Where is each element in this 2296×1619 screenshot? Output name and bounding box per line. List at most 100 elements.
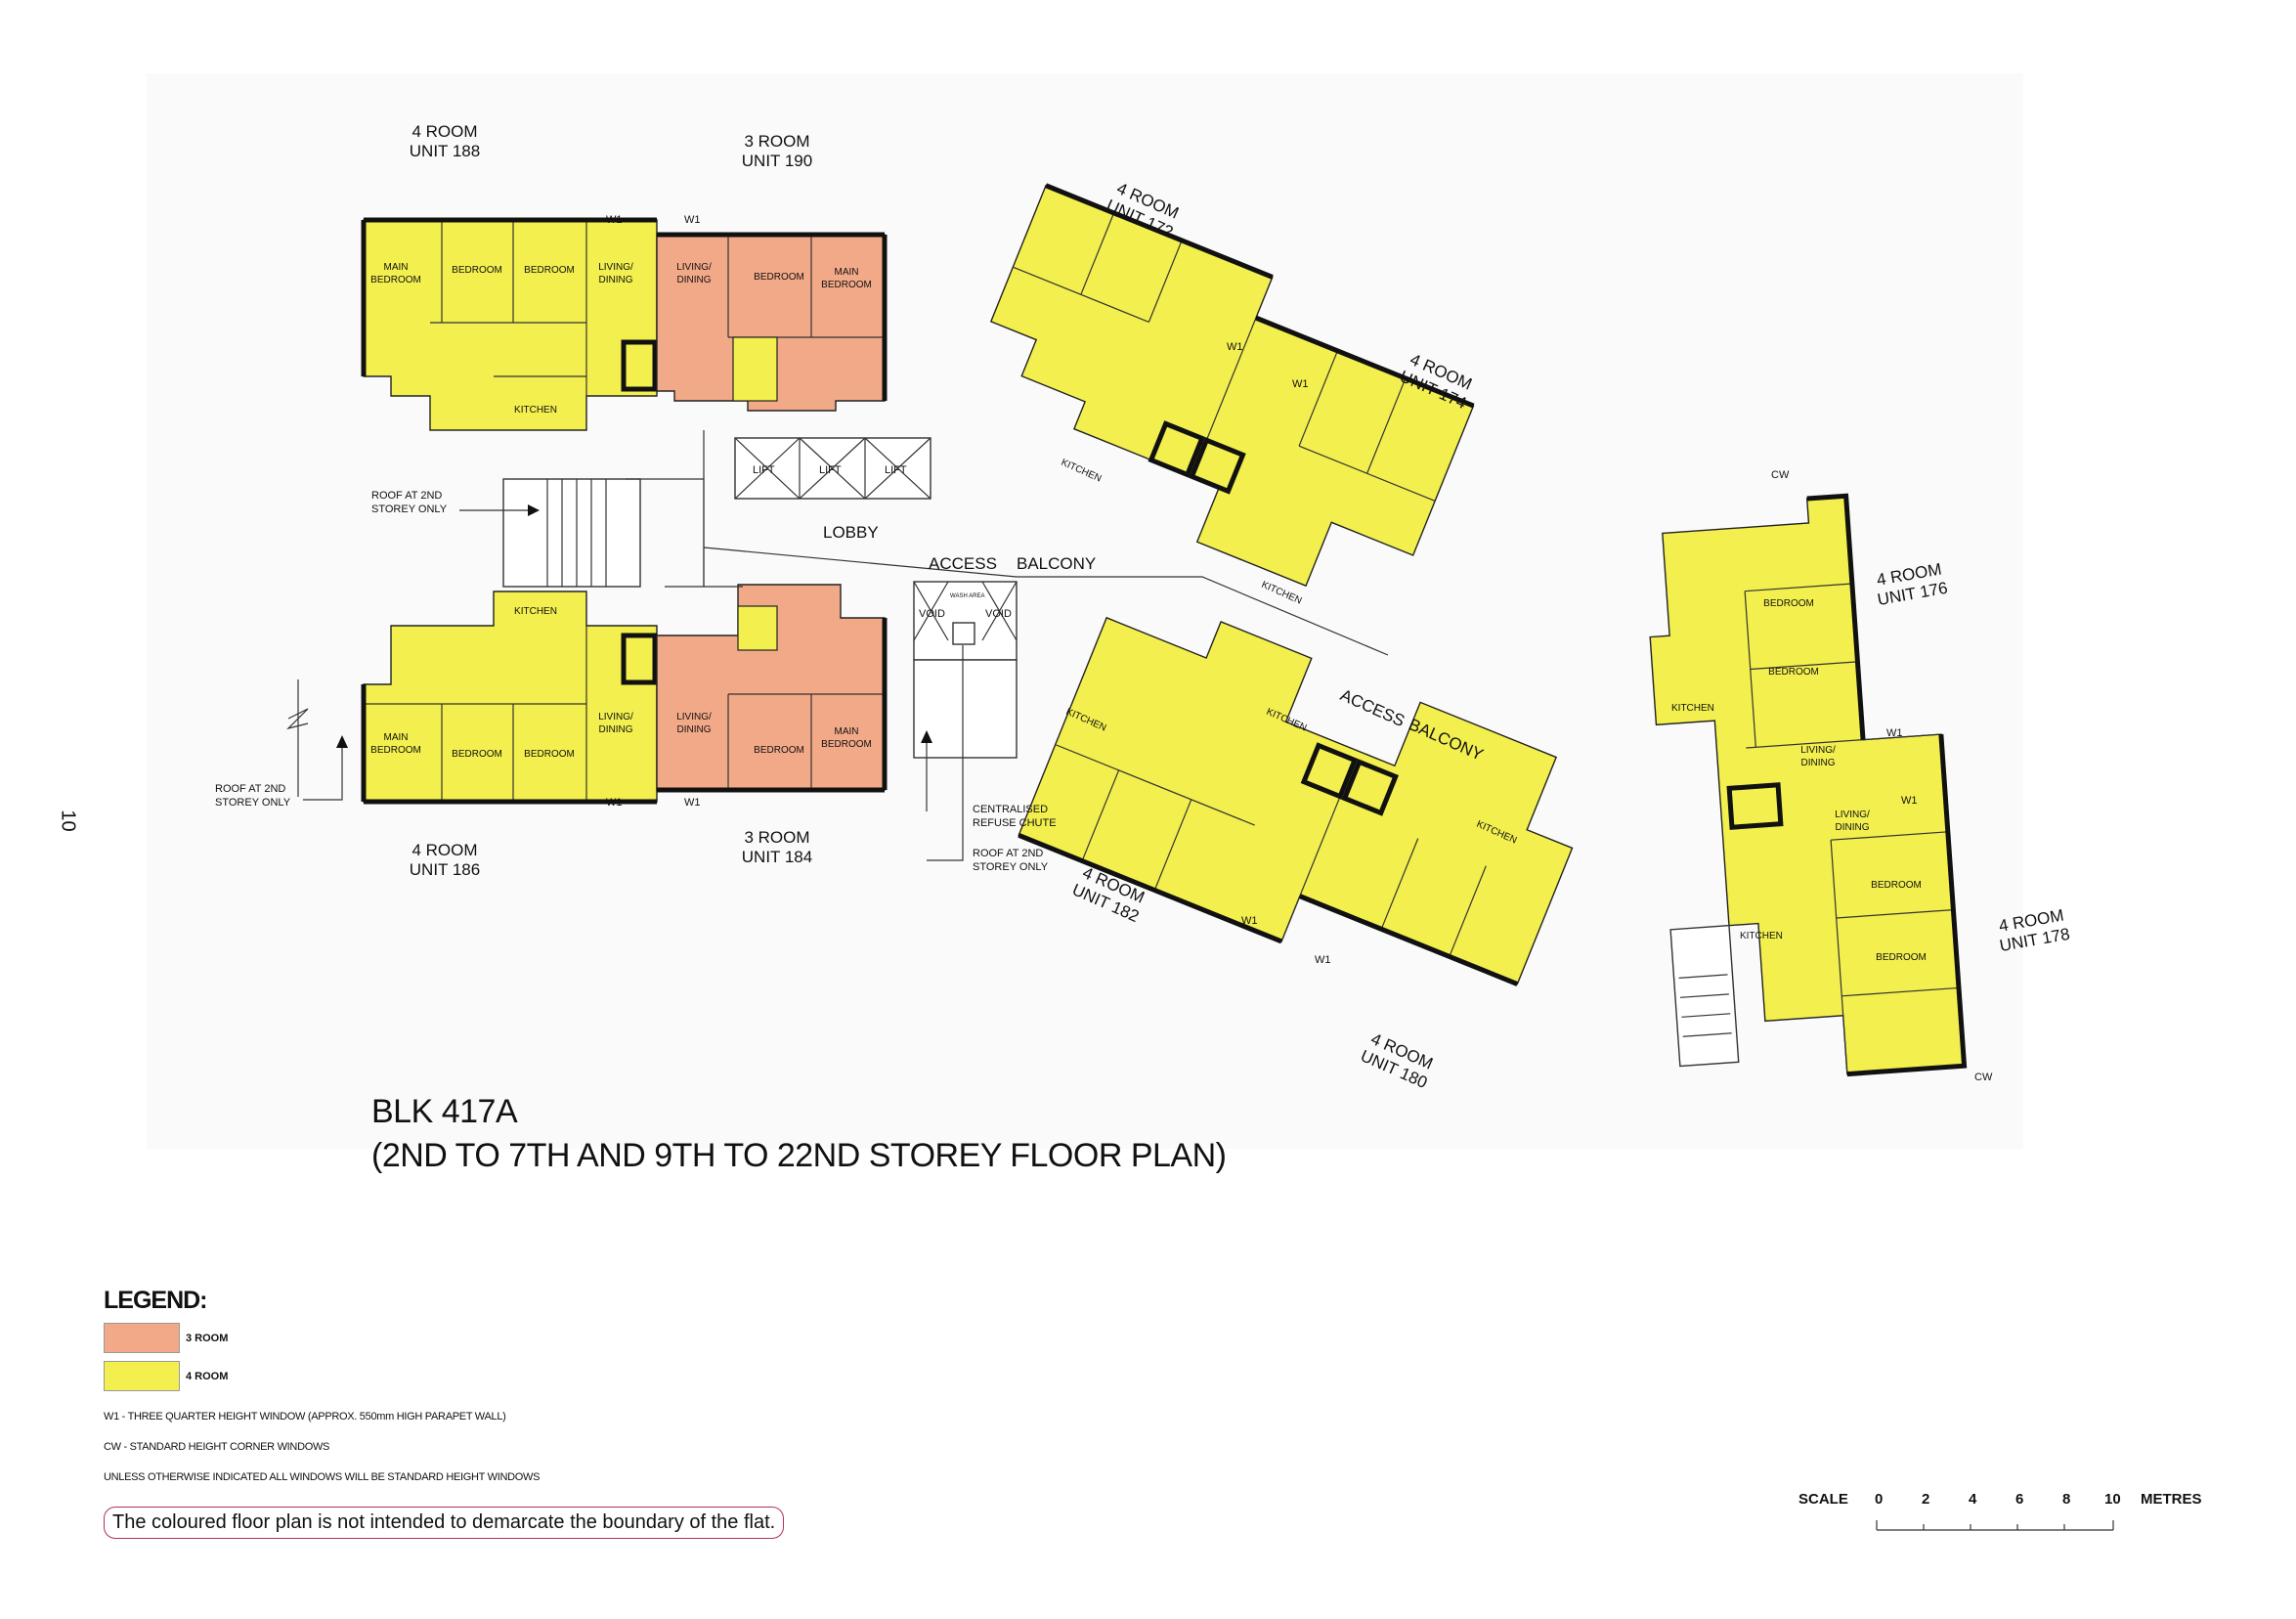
scale-tick-6: 6 xyxy=(2015,1491,2024,1508)
void-label: VOID xyxy=(919,608,945,620)
room-living-1: LIVING/ xyxy=(598,262,633,273)
room-living-2: DINING xyxy=(1836,822,1870,833)
scale-bar: SCALE 0 2 4 6 8 10 METRES xyxy=(1798,1491,2209,1540)
page-number: 10 xyxy=(57,810,79,832)
room-living-2: DINING xyxy=(677,275,712,285)
scale-tick-2: 2 xyxy=(1922,1491,1930,1508)
roof-label-1: ROOF AT 2ND xyxy=(215,783,285,795)
arrow-icon xyxy=(336,735,348,748)
window-w1: W1 xyxy=(1227,341,1243,353)
legend-item-4room: 4 ROOM xyxy=(104,1361,228,1391)
room-bedroom: BEDROOM xyxy=(452,749,502,760)
unit-190-number: UNIT 190 xyxy=(742,152,812,170)
room-living-2: DINING xyxy=(1801,758,1836,768)
room-bedroom: BEDROOM xyxy=(1871,880,1922,891)
room-bedroom: BEDROOM xyxy=(524,265,575,276)
unit-190 xyxy=(656,232,888,412)
window-w1: W1 xyxy=(1886,727,1903,739)
lift-label: LIFT xyxy=(753,464,775,476)
room-main-2: BEDROOM xyxy=(370,275,421,285)
unit-186 xyxy=(361,591,658,805)
room-bedroom: BEDROOM xyxy=(524,749,575,760)
window-cw: CW xyxy=(1771,469,1790,481)
room-bedroom: BEDROOM xyxy=(1768,667,1819,678)
unit-188 xyxy=(361,217,658,431)
disclaimer: The coloured floor plan is not intended … xyxy=(104,1507,785,1539)
room-bedroom: BEDROOM xyxy=(1763,598,1814,609)
core-lifts xyxy=(502,430,1389,656)
legend-swatch-4room xyxy=(104,1361,180,1391)
window-w1: W1 xyxy=(684,797,701,809)
window-w1: W1 xyxy=(606,214,623,226)
scale-tick-0: 0 xyxy=(1875,1491,1884,1508)
window-cw: CW xyxy=(1974,1072,1993,1083)
room-main-2: BEDROOM xyxy=(370,745,421,756)
lobby-label: LOBBY xyxy=(823,523,879,542)
void-label: VOID xyxy=(985,608,1012,620)
room-main-1: MAIN xyxy=(835,267,859,278)
room-living-1: LIVING/ xyxy=(1800,745,1836,756)
window-w1: W1 xyxy=(606,797,623,809)
room-living-2: DINING xyxy=(599,275,633,285)
room-bedroom: BEDROOM xyxy=(754,745,804,756)
legend-label-4room: 4 ROOM xyxy=(186,1370,229,1382)
unit-184 xyxy=(656,584,888,793)
refuse-area xyxy=(913,581,1018,861)
legend: LEGEND: 3 ROOM 4 ROOM xyxy=(104,1287,228,1391)
room-kitchen: KITCHEN xyxy=(514,405,557,416)
unit-172-174 xyxy=(989,183,1475,588)
room-main-1: MAIN xyxy=(835,726,859,737)
legend-note-windows: UNLESS OTHERWISE INDICATED ALL WINDOWS W… xyxy=(104,1471,541,1483)
unit-188-type: 4 ROOM xyxy=(412,122,477,141)
room-kitchen: KITCHEN xyxy=(514,606,557,617)
scale-ruler xyxy=(1876,1520,2114,1531)
refuse-label-2: REFUSE CHUTE xyxy=(973,817,1057,829)
unit-186-number: UNIT 186 xyxy=(410,860,480,879)
room-living-1: LIVING/ xyxy=(676,712,712,722)
roof-label-1: ROOF AT 2ND xyxy=(973,848,1043,859)
arrow-icon xyxy=(921,730,932,743)
scale-unit: METRES xyxy=(2141,1491,2202,1508)
unit-188-number: UNIT 188 xyxy=(410,142,480,160)
room-living-1: LIVING/ xyxy=(1835,810,1870,820)
room-main-2: BEDROOM xyxy=(821,280,872,290)
window-w1: W1 xyxy=(1901,795,1918,807)
scale-tick-8: 8 xyxy=(2062,1491,2071,1508)
window-w1: W1 xyxy=(1241,915,1258,927)
arrow-icon xyxy=(528,504,540,516)
room-bedroom: BEDROOM xyxy=(1876,952,1927,963)
wash-area-label: WASH AREA xyxy=(950,593,984,599)
legend-note-cw: CW - STANDARD HEIGHT CORNER WINDOWS xyxy=(104,1441,330,1453)
window-w1: W1 xyxy=(1315,954,1331,966)
scale-tick-4: 4 xyxy=(1969,1491,1977,1508)
unit-184-type: 3 ROOM xyxy=(744,828,809,847)
unit-184-number: UNIT 184 xyxy=(742,848,812,866)
scale-tick-10: 10 xyxy=(2104,1491,2121,1508)
roof-label-2: STOREY ONLY xyxy=(973,861,1049,873)
unit-182-180 xyxy=(1018,616,1574,986)
break-line xyxy=(286,679,309,797)
legend-label-3room: 3 ROOM xyxy=(186,1332,229,1344)
room-main-2: BEDROOM xyxy=(821,739,872,750)
window-w1: W1 xyxy=(1292,378,1309,390)
window-marks: W1 W1 W1 W1 W1 W1 W1 W1 W1 W1 CW CW xyxy=(606,214,1993,1083)
unit-176-178 xyxy=(1649,493,1968,1077)
legend-title: LEGEND: xyxy=(104,1287,208,1314)
balcony-label: BALCONY xyxy=(1017,554,1096,573)
floor-plan-subtitle: (2ND TO 7TH AND 9TH TO 22ND STOREY FLOOR… xyxy=(371,1137,1227,1174)
lift-label: LIFT xyxy=(819,464,842,476)
refuse-label-1: CENTRALISED xyxy=(973,804,1048,815)
access-label: ACCESS xyxy=(929,554,997,573)
unit-186-type: 4 ROOM xyxy=(412,841,477,859)
room-living-2: DINING xyxy=(599,724,633,735)
scale-label: SCALE xyxy=(1798,1491,1848,1508)
roof-label-2: STOREY ONLY xyxy=(215,797,291,809)
room-kitchen: KITCHEN xyxy=(1740,931,1783,941)
room-living-1: LIVING/ xyxy=(676,262,712,273)
room-main-1: MAIN xyxy=(384,262,409,273)
room-bedroom: BEDROOM xyxy=(452,265,502,276)
room-bedroom: BEDROOM xyxy=(754,272,804,283)
lift-label: LIFT xyxy=(885,464,907,476)
room-living-1: LIVING/ xyxy=(598,712,633,722)
